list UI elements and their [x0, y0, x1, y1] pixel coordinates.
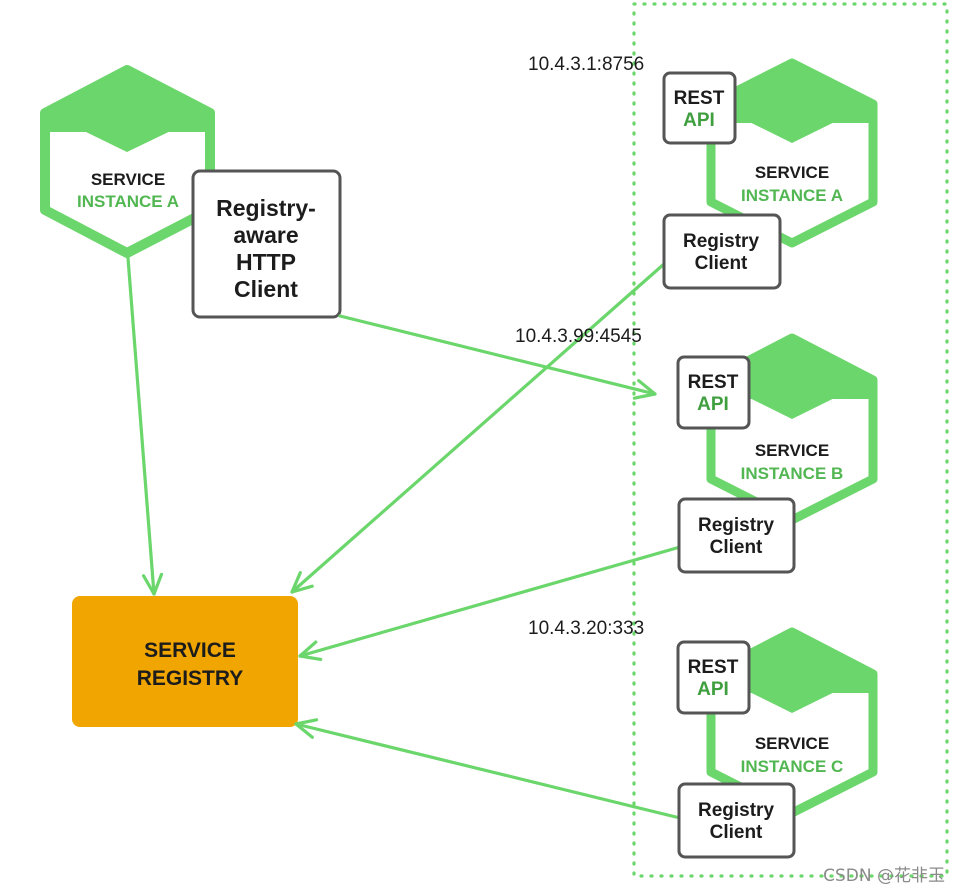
service-registry-box — [72, 596, 298, 727]
instance-b-rest-api-box — [676, 355, 751, 430]
arrow-instance-a-to-registry — [290, 262, 666, 594]
instance-b-address: 10.4.3.99:4545 — [515, 326, 642, 347]
instance-a-client-line-2: Client — [695, 253, 748, 274]
client-instance-label: INSTANCE A — [77, 192, 179, 211]
instance-b-registry-client-box — [677, 497, 796, 574]
instance-a-client-line-1: Registry — [683, 231, 759, 252]
registry-aware-http-client: Registry- aware HTTP Client — [191, 169, 342, 319]
instance-b-client-line-2: Client — [710, 537, 763, 558]
instance-c-client-line-2: Client — [710, 822, 763, 843]
instance-b-instance-label: INSTANCE B — [741, 464, 844, 483]
arrow-instance-c-to-registry — [294, 718, 682, 820]
http-client-line-1: Registry- — [216, 195, 316, 221]
instance-c-hexagon-cap-point — [711, 630, 873, 713]
http-client-line-4: Client — [234, 276, 298, 302]
http-client-line-3: HTTP — [236, 249, 296, 275]
service-registry-line-1: SERVICE — [144, 639, 236, 662]
service-registry-line-2: REGISTRY — [137, 667, 244, 690]
arrow-client-to-registry — [126, 256, 164, 596]
instance-b-client-line-1: Registry — [698, 515, 774, 536]
instances-container — [632, 2, 949, 878]
client-service-label: SERVICE — [91, 170, 165, 189]
arrow-http-client-to-instance-b — [338, 314, 657, 400]
instance-a-api-label: API — [683, 110, 715, 131]
instance-a-instance-label: INSTANCE A — [741, 186, 843, 205]
http-client-box — [191, 169, 342, 319]
arrow-instance-b-to-registry — [298, 545, 682, 662]
instance-c-address: 10.4.3.20:333 — [528, 618, 644, 639]
instance-c-rest-api-box — [676, 640, 751, 715]
instance-a-address: 10.4.3.1:8756 — [528, 54, 644, 75]
instance-c-rest-label: REST — [688, 657, 739, 678]
instance-a-hexagon-cap-point — [711, 61, 873, 143]
service-instance-c: 10.4.3.20:333 SERVICE INSTANCE C REST AP… — [528, 618, 878, 859]
arrows — [126, 256, 682, 820]
instance-a-rest-label: REST — [674, 88, 725, 109]
instance-c-instance-label: INSTANCE C — [741, 757, 844, 776]
instance-c-client-line-1: Registry — [698, 800, 774, 821]
instance-b-rest-label: REST — [688, 372, 739, 393]
http-client-line-2: aware — [233, 222, 298, 248]
instance-a-registry-client-box — [662, 213, 782, 290]
client-service-a: SERVICE INSTANCE A — [40, 65, 215, 258]
instance-b-api-label: API — [697, 394, 729, 415]
instance-a-rest-api-box — [662, 71, 737, 145]
instance-c-registry-client-box — [677, 782, 796, 859]
csdn-watermark: CSDN @花非玉 — [823, 866, 945, 886]
service-instance-a: 10.4.3.1:8756 SERVICE INSTANCE A REST AP… — [528, 54, 878, 290]
instance-b-hexagon-cap-point — [711, 336, 873, 419]
instance-c-service-label: SERVICE — [755, 734, 829, 753]
service-registry: SERVICE REGISTRY — [72, 596, 298, 727]
instance-a-service-label: SERVICE — [755, 163, 829, 182]
instance-b-service-label: SERVICE — [755, 441, 829, 460]
instance-c-api-label: API — [697, 679, 729, 700]
client-service-hexagon-cap — [45, 68, 210, 152]
service-instance-b: 10.4.3.99:4545 SERVICE INSTANCE B REST A… — [515, 326, 878, 574]
